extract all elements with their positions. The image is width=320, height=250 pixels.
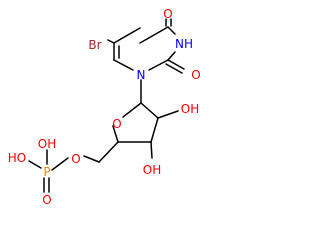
- bond-n3-c2: [167, 51, 176, 61]
- bond-p-ho: [28, 160, 42, 169]
- atom-oh-c3prime: OH: [143, 163, 161, 177]
- atom-oh-c2prime: OH: [181, 102, 199, 116]
- uracil-ring-bonds: [107, 18, 185, 74]
- atom-nh-n3: NH: [175, 37, 193, 51]
- atom-oxygen-c2: O: [191, 68, 200, 82]
- atom-oxygen-phosphate: O: [42, 193, 51, 207]
- ribose-ring-bonds: [83, 102, 179, 163]
- bond-c3prime-oh: [150, 141, 153, 159]
- bond-c4-n3: [167, 26, 176, 35]
- bond-c5-c4: [139, 26, 169, 44]
- bond-c5prime-o5prime: [83, 155, 100, 163]
- atom-oxygen-c5prime: O: [71, 152, 80, 166]
- bond-c3prime-c2prime: [150, 117, 159, 143]
- atom-oh-phosphate: OH: [38, 137, 56, 151]
- bond-c5-br: [107, 39, 115, 44]
- bond-o4prime-c4prime: [112, 125, 119, 143]
- bond-c2-o2-double: [165, 63, 183, 74]
- atom-ho-phosphate: HO: [8, 151, 26, 165]
- atom-phosphorus: P: [43, 165, 50, 179]
- bond-c2prime-oh: [157, 110, 179, 119]
- bond-c5-c4b: [113, 27, 141, 44]
- bond-c2-n1: [148, 59, 169, 71]
- bond-o5-p: [51, 157, 69, 171]
- atom-bromine: Br: [88, 38, 101, 52]
- phosphate-bonds: [28, 149, 69, 193]
- bond-n1-c6: [113, 59, 134, 71]
- atom-oxygen-c4: O: [163, 7, 172, 21]
- bond-c2-o2: [167, 59, 185, 70]
- atom-oxygen-ring: O: [112, 117, 121, 131]
- atom-nitrogen-n1: N: [137, 68, 146, 82]
- bond-c2prime-c1prime: [140, 102, 159, 119]
- nucleotide-structure-diagram: Br O NH O N O OH OH O P HO OH O: [8, 7, 201, 207]
- bond-c1prime-o4prime: [122, 102, 142, 118]
- bond-c4prime-c5prime: [98, 141, 119, 163]
